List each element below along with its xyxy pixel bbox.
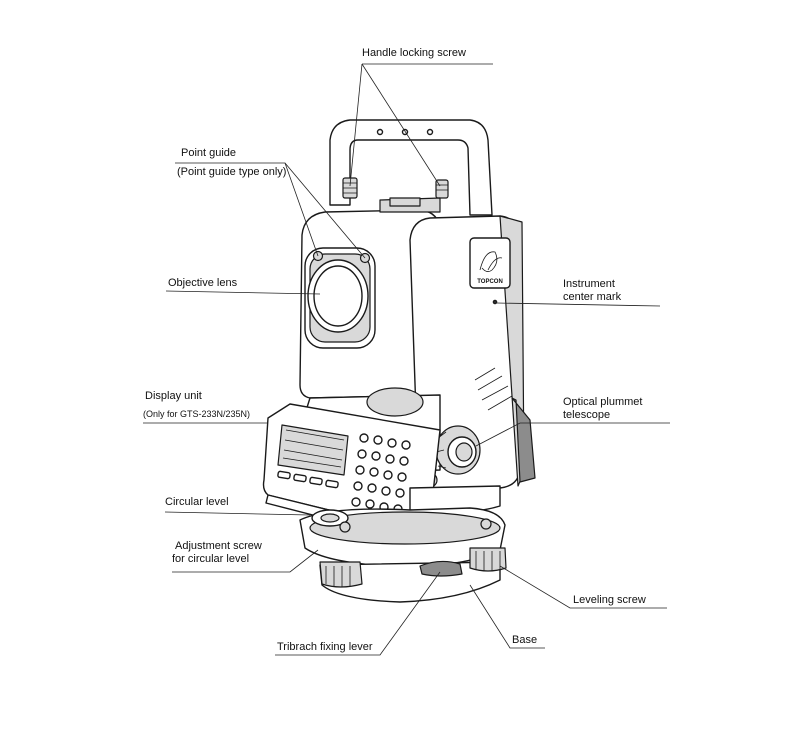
label-instrument-center-mark-line1: Instrument <box>563 278 615 290</box>
label-objective-lens: Objective lens <box>168 277 238 289</box>
callout-labels: Handle locking screw Point guide (Point … <box>143 47 646 653</box>
label-point-guide-note: (Point guide type only) <box>177 166 286 178</box>
instrument-illustration: TOPCON <box>262 119 536 603</box>
logo-text: TOPCON <box>477 279 503 285</box>
leveling-screws <box>319 547 507 588</box>
label-display-unit-note: (Only for GTS-233N/235N) <box>143 409 250 419</box>
lcd-screen <box>277 424 349 476</box>
label-point-guide: Point guide <box>181 147 236 159</box>
carrying-handle <box>329 119 493 216</box>
label-display-unit: Display unit <box>145 390 202 402</box>
label-instrument-center-mark-line2: center mark <box>563 291 622 303</box>
soft-keys <box>277 470 339 489</box>
adjustment-screw <box>339 518 492 533</box>
label-handle-locking-screw: Handle locking screw <box>362 47 466 59</box>
display-unit <box>262 403 441 541</box>
label-adjustment-screw-line2: for circular level <box>172 553 249 565</box>
label-tribrach-fixing-lever: Tribrach fixing lever <box>277 641 373 653</box>
label-base: Base <box>512 634 537 646</box>
leader-lines <box>143 63 670 656</box>
label-optical-plummet-line1: Optical plummet <box>563 396 642 408</box>
objective-lens <box>307 259 369 333</box>
tribrach <box>299 507 507 603</box>
label-leveling-screw: Leveling screw <box>573 594 646 606</box>
label-optical-plummet-line2: telescope <box>563 409 610 421</box>
keypad <box>351 433 411 514</box>
tribrach-fixing-lever <box>419 560 463 577</box>
topcon-logo-plate <box>469 237 511 289</box>
label-adjustment-screw-line1: Adjustment screw <box>175 540 262 552</box>
instrument-center-mark <box>492 299 498 305</box>
circular-level <box>311 509 349 527</box>
label-circular-level: Circular level <box>165 496 229 508</box>
optical-plummet-telescope <box>435 397 536 483</box>
